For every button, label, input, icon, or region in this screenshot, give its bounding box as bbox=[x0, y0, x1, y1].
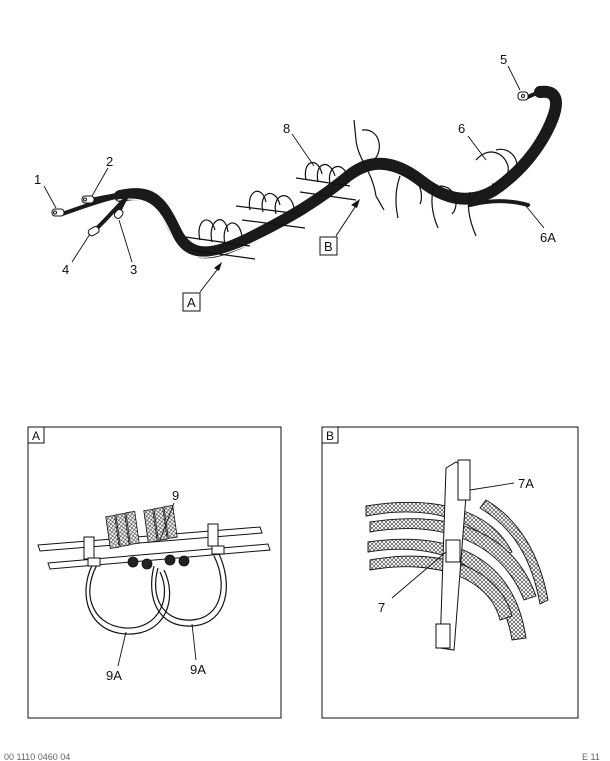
main-harness-assembly: 1 2 3 4 5 6 6A 8 A B bbox=[34, 52, 562, 312]
panel-b-leaders bbox=[391, 482, 515, 599]
ring-terminal-2 bbox=[81, 195, 95, 204]
detail-panel-a: A bbox=[27, 426, 282, 719]
detail-panel-b: B 7A 7 bbox=[321, 426, 579, 719]
panel-a-callout-9a-right: 9A bbox=[190, 662, 206, 677]
clamp-blocks bbox=[83, 523, 225, 567]
bracket-group-8 bbox=[295, 162, 357, 201]
detail-label-b: B bbox=[319, 236, 338, 256]
detail-label-a: A bbox=[182, 292, 201, 312]
ring-terminal-4 bbox=[87, 226, 100, 237]
detail-arrow-a bbox=[199, 262, 222, 293]
callout-8: 8 bbox=[283, 121, 290, 136]
panel-a-callout-9a-left: 9A bbox=[106, 668, 122, 683]
callout-1: 1 bbox=[34, 172, 41, 187]
detail-label-b-text: B bbox=[324, 239, 333, 254]
callout-6: 6 bbox=[458, 121, 465, 136]
detail-arrow-b bbox=[335, 199, 360, 237]
mesh-cables-a bbox=[105, 505, 178, 549]
callout-3: 3 bbox=[130, 262, 137, 277]
detail-label-a-text: A bbox=[187, 295, 196, 310]
footer-left-code: 00 1110 0460 04 bbox=[4, 752, 70, 761]
harness-bundle bbox=[114, 85, 562, 259]
panel-a-title: A bbox=[32, 429, 40, 443]
panel-b-title: B bbox=[326, 429, 334, 443]
panel-b-callout-7: 7 bbox=[378, 600, 385, 615]
callout-2: 2 bbox=[106, 154, 113, 169]
callout-4: 4 bbox=[62, 262, 69, 277]
ring-terminals bbox=[51, 91, 529, 237]
panel-a-callout-9: 9 bbox=[172, 488, 179, 503]
callout-5: 5 bbox=[500, 52, 507, 67]
leader-lines bbox=[43, 65, 545, 263]
ring-terminal-5 bbox=[517, 91, 529, 101]
callout-6a: 6A bbox=[540, 230, 556, 245]
bracket-group-left bbox=[184, 190, 306, 260]
footer-right-code: E 11 bbox=[582, 752, 600, 761]
ring-terminal-3 bbox=[113, 208, 124, 219]
tie-strap bbox=[435, 459, 471, 651]
mesh-conduits bbox=[365, 499, 549, 641]
panel-a-leaders bbox=[117, 502, 197, 667]
panel-b-callout-7a: 7A bbox=[518, 476, 534, 491]
ring-terminal-1 bbox=[51, 208, 65, 217]
upright-clamps bbox=[353, 119, 518, 237]
connector-heads bbox=[127, 554, 190, 570]
